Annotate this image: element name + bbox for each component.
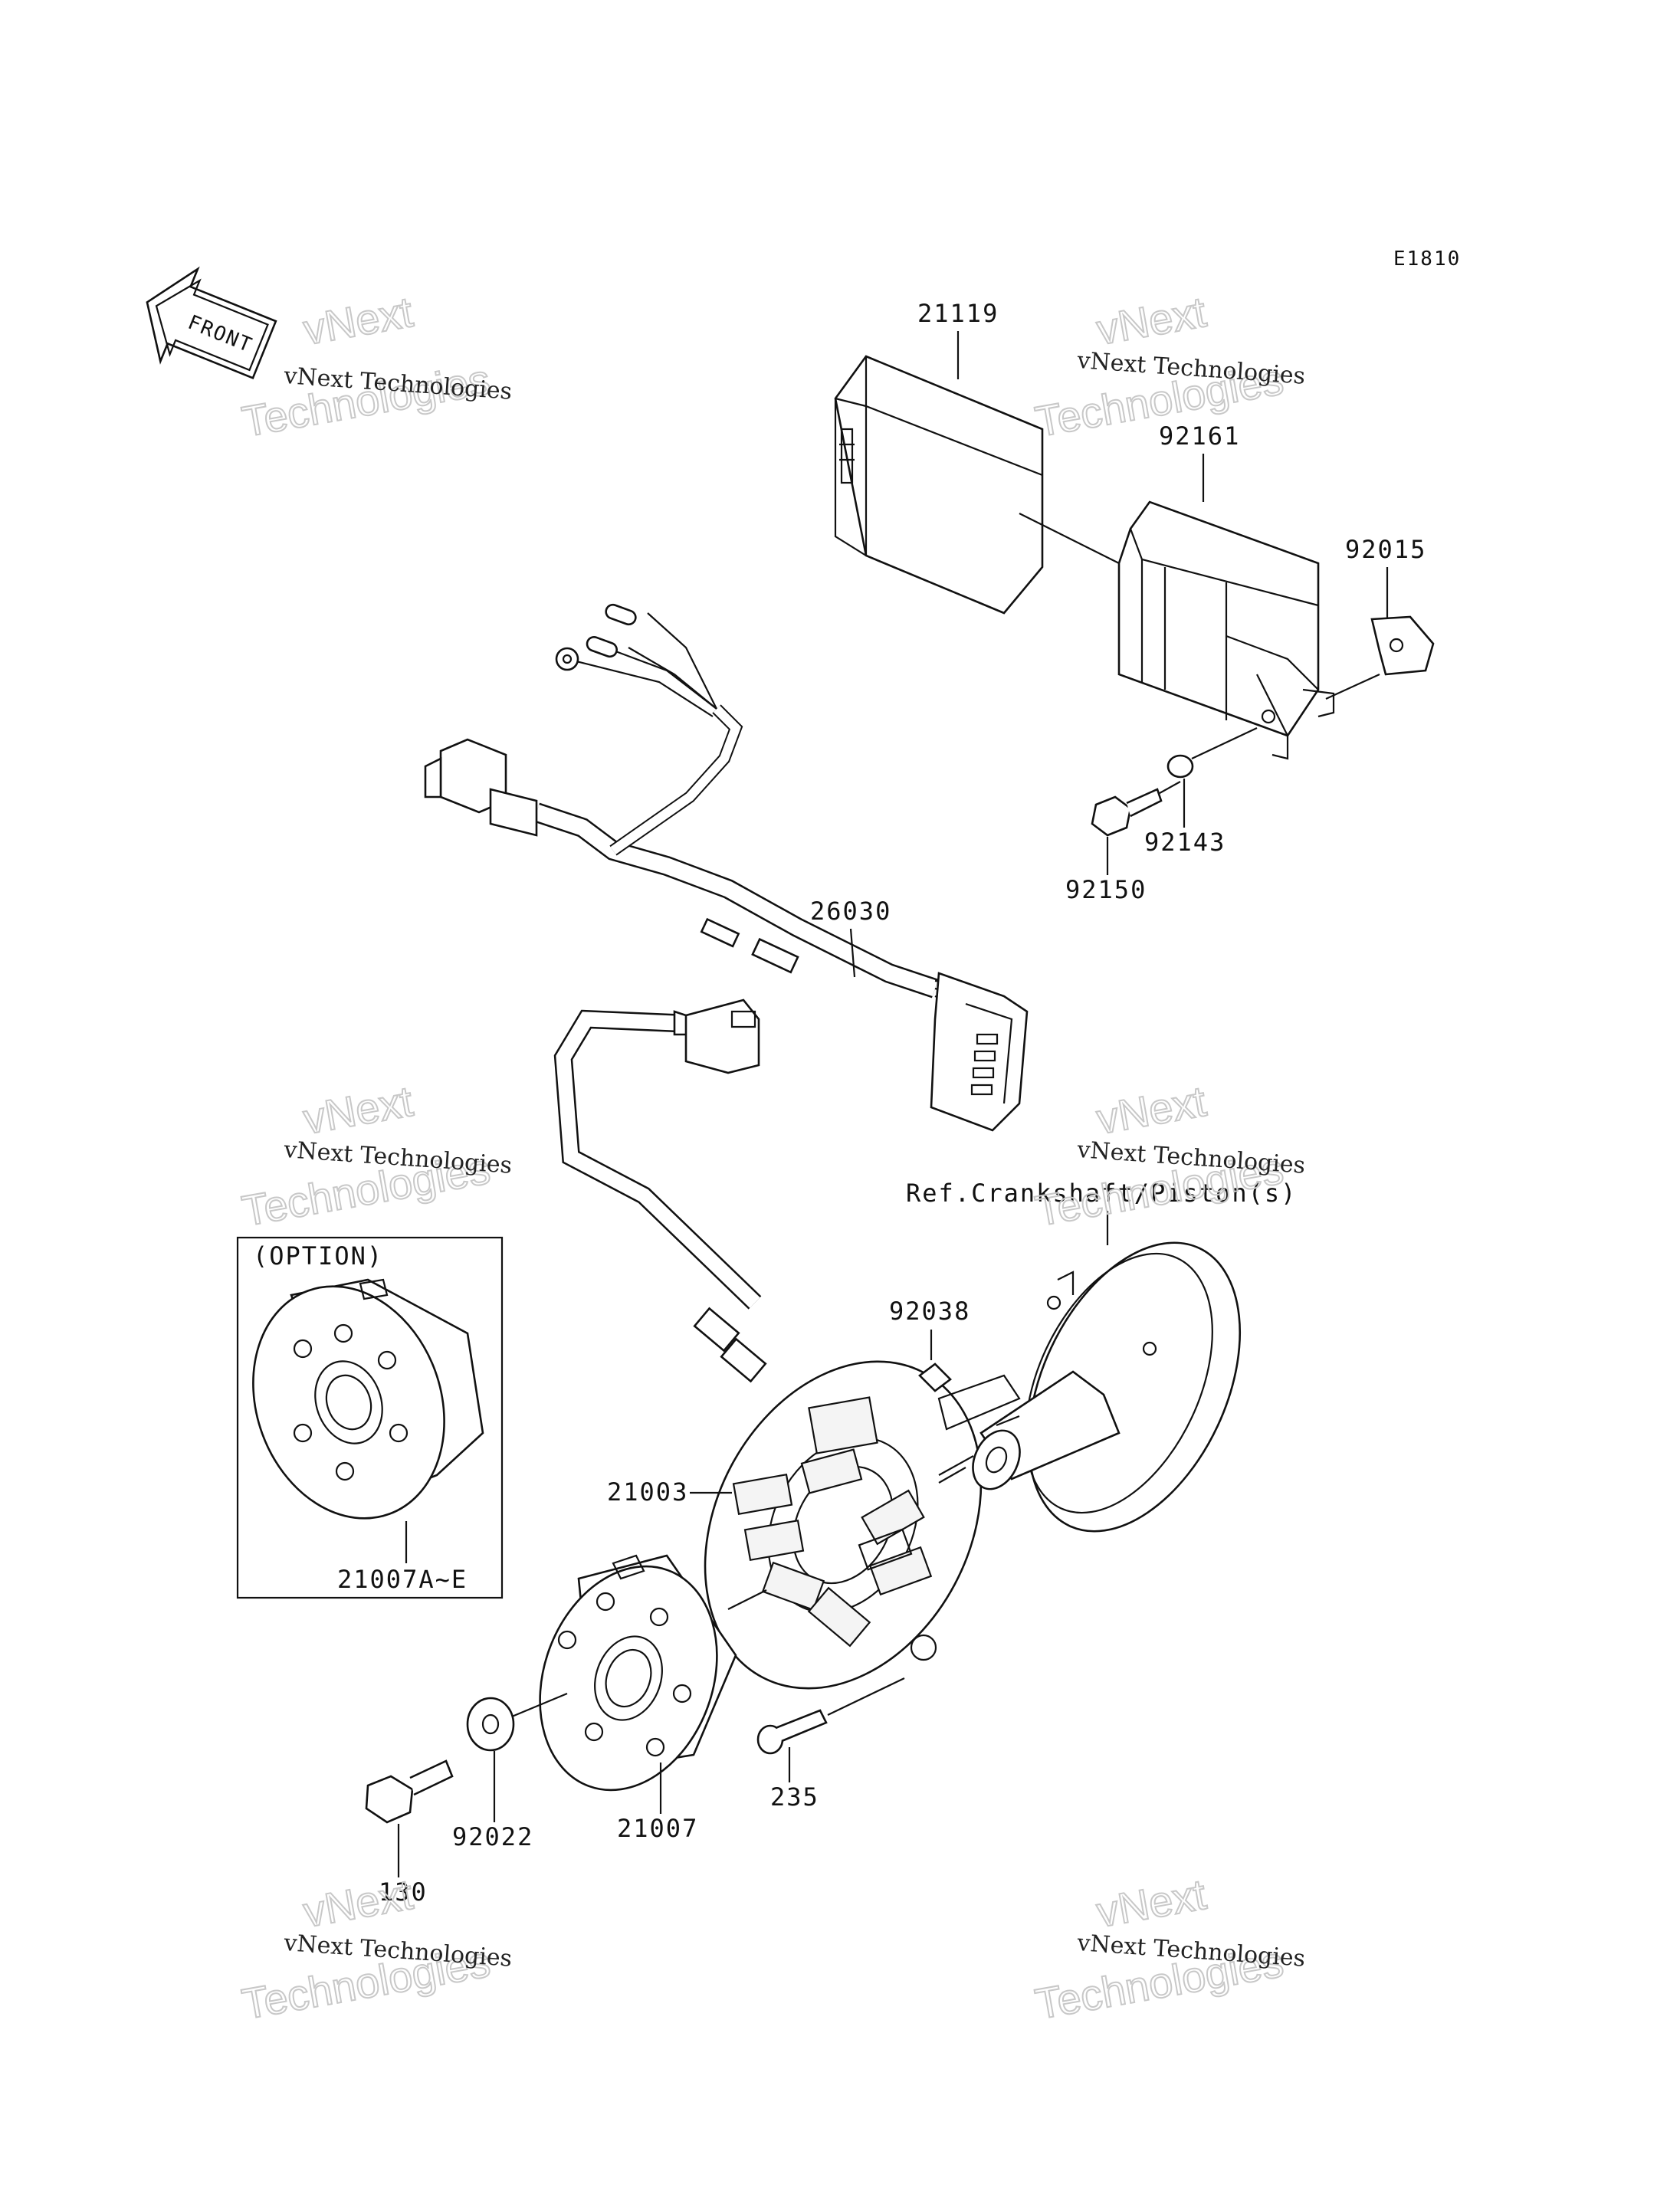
washer-part [466, 1697, 515, 1752]
option-box [236, 1236, 504, 1599]
stator-cable-part [553, 998, 767, 1383]
bolt-130-part [365, 1759, 454, 1824]
part-label-92161: 92161 [1159, 421, 1240, 451]
svg-text:vNext: vNext [1093, 1077, 1209, 1143]
svg-text:vNext: vNext [1093, 287, 1209, 354]
part-label-21003: 21003 [607, 1477, 688, 1507]
svg-text:vNext: vNext [300, 287, 416, 354]
part-label-92038: 92038 [889, 1297, 970, 1326]
rotor-part [539, 1554, 737, 1792]
svg-text:vNext: vNext [1093, 1870, 1209, 1936]
part-label-92015: 92015 [1345, 535, 1426, 564]
woodruff-key-part [918, 1362, 952, 1392]
part-label-92150: 92150 [1065, 875, 1147, 904]
part-label-26030: 26030 [810, 897, 891, 926]
crankshaft-part [972, 1241, 1242, 1533]
bolt-92150-part [1091, 788, 1163, 837]
part-label-235: 235 [770, 1782, 819, 1812]
part-label-21119: 21119 [917, 299, 999, 328]
watermark-top-left: vNext Technologies vNext Technologies [238, 287, 513, 447]
cdi-unit-part [834, 355, 1044, 615]
option-rotor-part [252, 1278, 484, 1520]
part-label-92022: 92022 [452, 1822, 533, 1851]
nut-part [1370, 615, 1435, 676]
screw-235-part [756, 1709, 828, 1755]
part-label-21007: 21007 [617, 1814, 698, 1843]
option-label: (OPTION) [253, 1241, 383, 1271]
ref-note: Ref.Crankshaft/Piston(s) [906, 1179, 1297, 1208]
svg-text:vNext: vNext [300, 1077, 416, 1143]
part-label-130: 130 [379, 1877, 428, 1907]
watermark-bottom-right: vNext Technologies vNext Technologies [1031, 1869, 1306, 2029]
wiring-harness-part [424, 603, 1029, 1132]
stator-part [704, 1360, 983, 1690]
watermark-bottom-left: vNext Technologies vNext Technologies [238, 1869, 513, 2029]
front-arrow-icon: FRONT [146, 266, 277, 380]
watermark-top-right: vNext Technologies vNext Technologies [1031, 287, 1306, 447]
diagram-code: E1810 [1393, 248, 1461, 271]
svg-text:vNext: vNext [300, 1870, 416, 1936]
watermark-mid-right: vNext Technologies vNext Technologies [1031, 1076, 1306, 1236]
part-label-92143: 92143 [1144, 828, 1226, 857]
watermark-mid-left: vNext Technologies vNext Technologies [238, 1076, 513, 1236]
collar-part [1166, 754, 1194, 779]
damper-part [1117, 500, 1335, 760]
part-label-21007ae: 21007A~E [337, 1565, 468, 1594]
